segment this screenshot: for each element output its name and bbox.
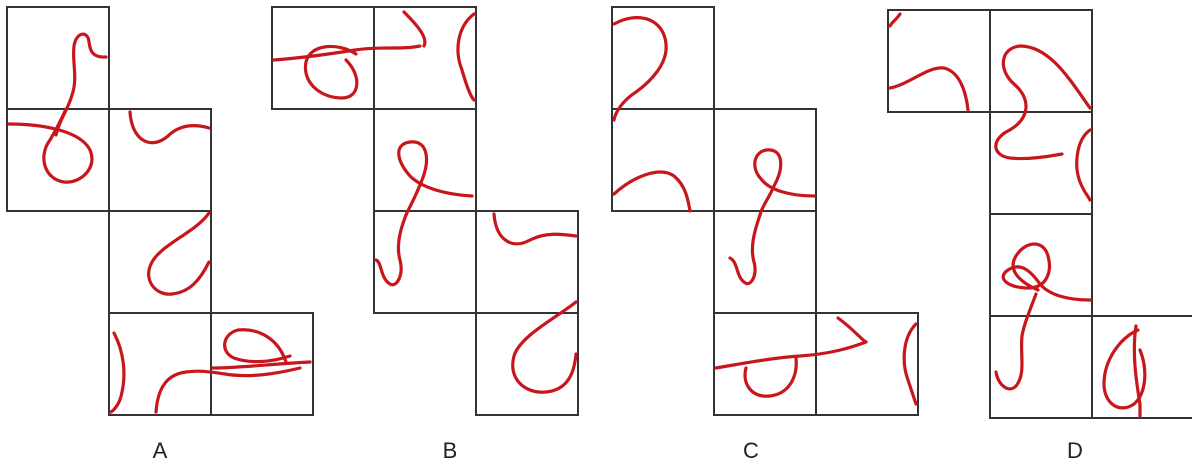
net-option-c[interactable]: C bbox=[611, 6, 919, 463]
net-d-face-3 bbox=[989, 111, 1093, 215]
net-option-d[interactable]: D bbox=[887, 9, 1192, 463]
net-a-face-1 bbox=[6, 6, 110, 110]
net-b-face-5 bbox=[475, 210, 579, 314]
option-label-d: D bbox=[1067, 438, 1083, 463]
net-option-a[interactable]: A bbox=[6, 6, 314, 463]
net-c-face-5 bbox=[713, 312, 817, 416]
option-label-b: B bbox=[443, 438, 458, 463]
net-b-face-4 bbox=[373, 210, 477, 314]
net-c-curves bbox=[612, 16, 918, 406]
net-d-face-5 bbox=[989, 315, 1093, 419]
net-option-b[interactable]: B bbox=[271, 6, 579, 463]
option-label-a: A bbox=[153, 438, 168, 463]
net-b-face-6 bbox=[475, 312, 579, 416]
net-c-face-6 bbox=[815, 312, 919, 416]
net-b-curves bbox=[272, 10, 578, 394]
net-d-curves bbox=[888, 12, 1147, 418]
option-label-c: C bbox=[743, 438, 759, 463]
net-a-curves bbox=[7, 32, 312, 414]
net-d-face-1 bbox=[887, 9, 991, 113]
net-c-face-4 bbox=[713, 210, 817, 314]
net-d-face-2 bbox=[989, 9, 1093, 113]
net-c-face-2 bbox=[611, 108, 715, 212]
net-b-face-2 bbox=[373, 6, 477, 110]
